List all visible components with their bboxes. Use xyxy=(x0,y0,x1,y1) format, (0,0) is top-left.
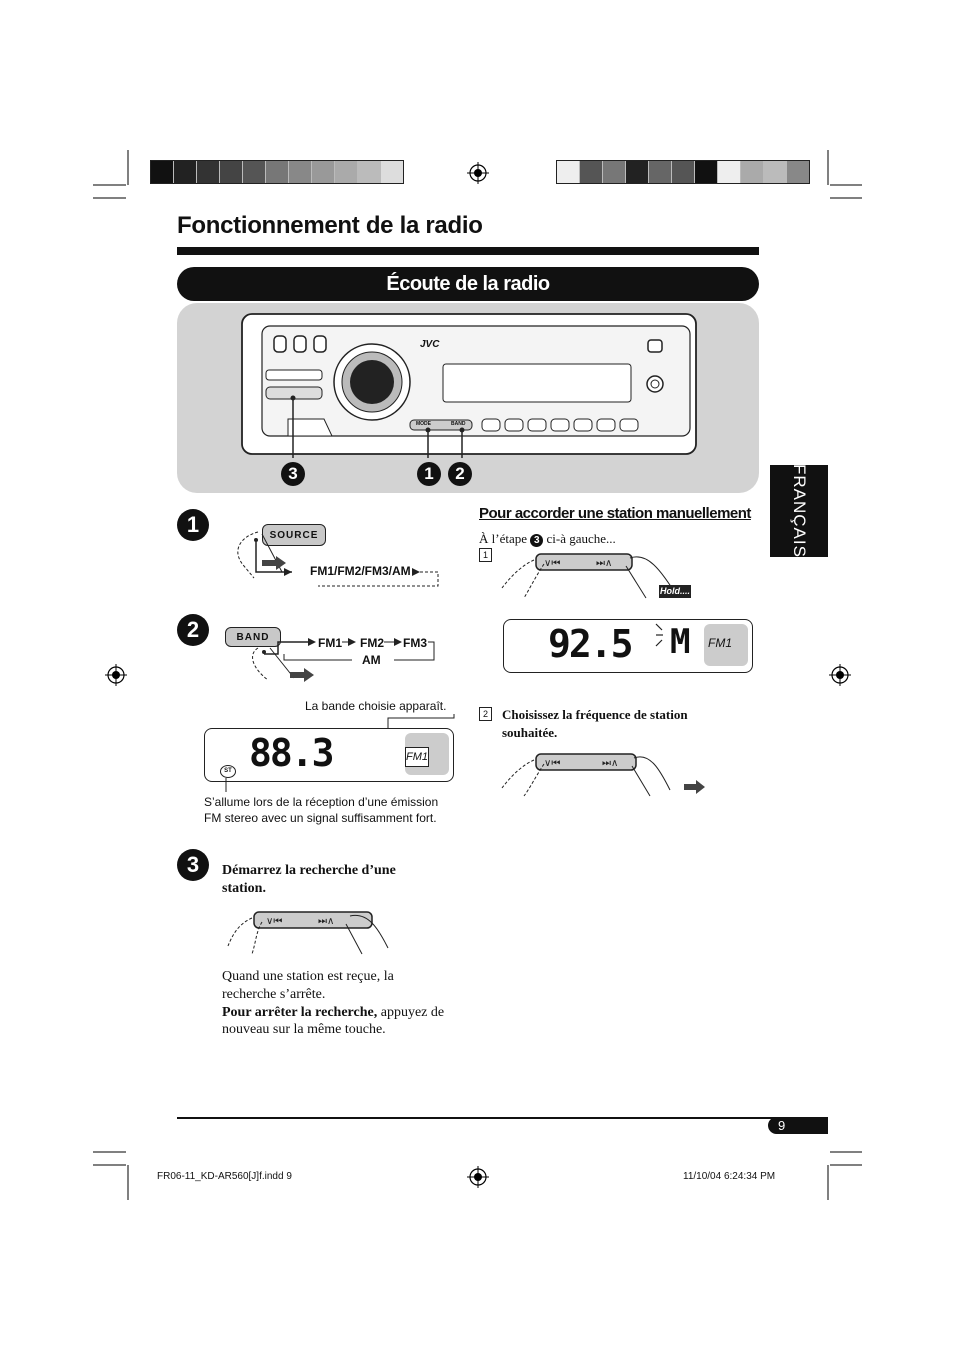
jvc-logo: JVC xyxy=(420,339,440,350)
color-swatch xyxy=(335,161,358,183)
color-swatch xyxy=(764,161,787,183)
manual-intro-pre: À l’étape xyxy=(479,531,528,546)
band-seq-am: AM xyxy=(362,653,381,667)
manual-display-band: FM1 xyxy=(708,636,732,650)
registration-target-icon xyxy=(105,664,127,686)
color-swatch xyxy=(243,161,266,183)
stop-bold: Pour arrêter la recherche, xyxy=(222,1005,378,1020)
registration-target-icon xyxy=(467,1166,489,1188)
color-swatch xyxy=(626,161,649,183)
color-swatch xyxy=(695,161,718,183)
color-swatch xyxy=(381,161,403,183)
manual-display-frequency: 92.5 xyxy=(548,622,634,666)
manual-intro-step: 3 xyxy=(530,534,544,547)
step-3-marker: 3 xyxy=(177,849,209,881)
color-swatch xyxy=(197,161,220,183)
step3-text-1: Quand une station est reçue, la xyxy=(222,969,394,984)
source-button[interactable]: SOURCE xyxy=(262,524,326,546)
band-seq-fm2: FM2 xyxy=(360,636,384,650)
color-swatches-left xyxy=(150,160,404,184)
color-swatch xyxy=(787,161,809,183)
car-stereo-illustration xyxy=(241,313,697,458)
tune-seek-illustration: ∨⏮ ⏭∧ xyxy=(501,753,705,797)
step1-finger-arrow xyxy=(237,531,439,587)
color-swatch xyxy=(220,161,243,183)
manual-display-m: M xyxy=(670,622,691,662)
timestamp: 11/10/04 6:24:34 PM xyxy=(683,1171,776,1182)
manual-intro: À l’étape 3 ci-à gauche... xyxy=(479,530,616,548)
language-tab: FRANÇAIS xyxy=(770,464,828,558)
stereo-caption-2: FM stereo avec un signal suffisamment fo… xyxy=(204,811,437,825)
band-seq-fm3: FM3 xyxy=(403,636,427,650)
step3-heading-1: Démarrez la recherche d’une xyxy=(222,863,396,878)
hold-seek-illustration: ∨⏮ ⏭∧ xyxy=(501,553,677,599)
device-band-label: BAND xyxy=(451,421,466,427)
band-seq-fm1: FM1 xyxy=(318,636,342,650)
seek-button-illustration: ∨⏮ ⏭∧ xyxy=(227,911,389,955)
callout-2: 2 xyxy=(448,462,472,486)
display-frequency: 88.3 xyxy=(249,731,335,775)
sub-step-1-marker: 1 xyxy=(479,548,492,562)
step3-stop-line2: nouveau sur la même touche. xyxy=(222,1022,386,1037)
step-1-marker: 1 xyxy=(177,509,209,541)
stop-rest: appuyez de xyxy=(377,1005,445,1020)
color-swatches-right xyxy=(556,160,810,184)
footer-rule xyxy=(177,1117,828,1119)
svg-text:⏭∧: ⏭∧ xyxy=(318,916,334,927)
color-swatch xyxy=(580,161,603,183)
color-swatch xyxy=(174,161,197,183)
color-swatch xyxy=(312,161,335,183)
manual-heading: Pour accorder une station manuellement xyxy=(479,505,751,522)
color-swatch xyxy=(649,161,672,183)
section-title: Écoute de la radio xyxy=(177,267,759,301)
source-sequence: FM1/FM2/FM3/AM xyxy=(310,564,411,578)
blink-marks xyxy=(655,623,663,647)
svg-text:∨⏮: ∨⏮ xyxy=(544,558,560,569)
step3-heading-2: station. xyxy=(222,881,266,896)
sub-step-2-marker: 2 xyxy=(479,707,492,721)
st-leader xyxy=(225,778,227,792)
svg-text:∨⏮: ∨⏮ xyxy=(544,758,560,769)
manual-intro-post: ci-à gauche... xyxy=(546,531,616,546)
file-info: FR06-11_KD-AR560[J]f.indd 9 xyxy=(157,1171,292,1182)
page-title: Fonctionnement de la radio xyxy=(177,212,483,239)
st-indicator: ST xyxy=(220,765,236,778)
color-swatch xyxy=(603,161,626,183)
sub-step-2-line1: Choisissez la fréquence de station xyxy=(502,707,688,722)
callout-1: 1 xyxy=(417,462,441,486)
color-swatch xyxy=(557,161,580,183)
registration-target-icon xyxy=(829,664,851,686)
color-swatch xyxy=(151,161,174,183)
color-swatch xyxy=(672,161,695,183)
display-panel-step2: 88.3 FM1 ST xyxy=(204,728,454,782)
band-button[interactable]: BAND xyxy=(225,627,281,647)
sub-step-2-line2: souhaitée. xyxy=(502,725,558,740)
display-band: FM1 xyxy=(405,747,429,767)
color-swatch xyxy=(741,161,764,183)
title-rule xyxy=(177,247,759,255)
svg-text:∨⏮: ∨⏮ xyxy=(266,916,282,927)
svg-text:⏭∧: ⏭∧ xyxy=(602,758,618,769)
color-swatch xyxy=(718,161,741,183)
display-panel-manual: 92.5 M FM1 xyxy=(503,619,753,673)
step-2-marker: 2 xyxy=(177,614,209,646)
band-caption: La bande choisie apparaît. xyxy=(305,699,447,713)
registration-target-icon xyxy=(467,162,489,184)
device-mode-label: MODE xyxy=(416,421,431,427)
color-swatch xyxy=(266,161,289,183)
manual-display-indicator-area xyxy=(704,624,748,666)
page-number: 9 xyxy=(768,1117,828,1134)
step3-stop-line: Pour arrêter la recherche, appuyez de xyxy=(222,1004,444,1022)
callout-3: 3 xyxy=(281,462,305,486)
color-swatch xyxy=(289,161,312,183)
hold-label: Hold.... xyxy=(659,585,691,598)
step3-text-2: recherche s’arrête. xyxy=(222,987,326,1002)
stereo-caption-1: S’allume lors de la réception d’une émis… xyxy=(204,795,439,809)
svg-text:⏭∧: ⏭∧ xyxy=(596,558,612,569)
step2-finger-arrow xyxy=(252,638,435,682)
color-swatch xyxy=(358,161,381,183)
